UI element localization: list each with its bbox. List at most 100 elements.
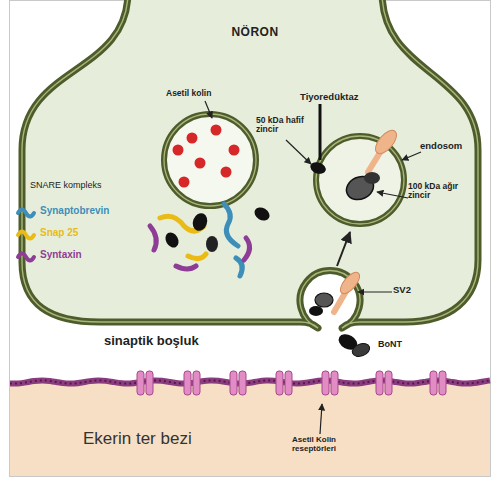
callout-label: Asetil Kolin reseptörleri xyxy=(292,436,358,454)
acetylcholine-dot xyxy=(179,177,190,188)
acetylcholine-dot xyxy=(187,133,198,144)
toxin-heavy-chain xyxy=(315,293,333,307)
receptor-subunit xyxy=(239,371,246,395)
legend-swatch-frame xyxy=(16,249,38,263)
bont-toxin xyxy=(336,331,360,353)
receptor-subunit xyxy=(230,371,237,395)
receptor-subunit xyxy=(331,371,338,395)
vesicle-highlight xyxy=(164,114,256,206)
neuron-shape xyxy=(22,0,478,328)
syntaxin-strand xyxy=(244,238,250,260)
acetylcholine-receptor xyxy=(230,371,246,395)
synaptobrevin-strand xyxy=(224,204,238,246)
legend-swatch xyxy=(18,210,34,217)
thioredoxin-reductase xyxy=(319,104,322,160)
sv2-receptor-head xyxy=(372,127,401,157)
callout-label: 50 kDa hafif zincir xyxy=(256,116,322,135)
callout-label: BoNT xyxy=(378,340,422,350)
light-chain xyxy=(309,160,328,176)
receptor-subunit xyxy=(322,371,329,395)
gland-cell: Ekerin ter bezi xyxy=(10,372,490,476)
receptor-subunit xyxy=(285,371,292,395)
cell-membrane xyxy=(10,380,490,383)
heavy-chain xyxy=(343,172,378,204)
callout-label: Asetil kolin xyxy=(166,89,228,98)
legend-swatch xyxy=(18,254,34,261)
receptor-subunit xyxy=(376,371,383,395)
snap25-strand xyxy=(160,216,204,231)
receptor-subunit xyxy=(430,371,437,395)
acetylcholine-receptor xyxy=(430,371,446,395)
node-outline xyxy=(15,0,485,335)
acetylcholine-dot xyxy=(211,125,222,136)
callout-label: 100 kDa ağır zincir xyxy=(408,182,476,201)
receptor-subunit xyxy=(385,371,392,395)
endosome xyxy=(316,136,404,224)
neuron-terminal: NÖRON xyxy=(15,0,485,335)
sv2-receptor-head xyxy=(337,269,363,297)
callout-label: SNARE kompleks xyxy=(30,181,140,191)
synaptobrevin-strand xyxy=(236,258,242,276)
acetylcholine-dot xyxy=(221,167,232,178)
toxin-light-chain xyxy=(309,306,323,316)
receptor-subunit xyxy=(276,371,283,395)
callout-label: SV2 xyxy=(393,285,423,295)
leader-arrow xyxy=(286,140,311,164)
receptor-subunit xyxy=(137,371,144,395)
legend-text: Synaptobrevin xyxy=(40,205,109,216)
light-chain-fragment xyxy=(190,211,209,233)
light-chain-fragment xyxy=(163,230,181,250)
callout-label: Tiyoredüktaz xyxy=(300,92,372,102)
neuron-membrane xyxy=(22,0,478,328)
bont-toxin xyxy=(350,341,371,358)
neuron-membrane-highlight xyxy=(22,0,478,328)
heavy-chain-part xyxy=(364,172,380,184)
syntaxin-strand xyxy=(150,226,156,250)
receptor-subunit xyxy=(146,371,153,395)
leader-arrow xyxy=(402,152,421,160)
snap25-strand xyxy=(188,254,206,259)
acetylcholine-dot xyxy=(229,145,240,156)
legend-swatch xyxy=(18,232,34,239)
acetylcholine-receptor xyxy=(276,371,292,395)
frame xyxy=(10,1,491,477)
light-chain-fragment xyxy=(252,205,272,223)
leader-arrow xyxy=(358,291,392,292)
leader-arrow xyxy=(320,404,322,434)
callout-label: endosom xyxy=(420,141,476,151)
receptor-subunit xyxy=(184,371,191,395)
acetylcholine-dot xyxy=(173,145,184,156)
legend-swatch-frame xyxy=(16,205,38,219)
gland-shape xyxy=(10,371,490,476)
sv2-receptor xyxy=(368,146,384,172)
receptor-subunit xyxy=(439,371,446,395)
acetylcholine-receptor xyxy=(184,371,200,395)
cell-membrane-texture xyxy=(10,380,490,383)
callout-label: sinaptik boşluk xyxy=(104,334,244,348)
acetylcholine-dot xyxy=(195,158,206,169)
node-outline xyxy=(10,372,490,476)
acetylcholine-receptor xyxy=(137,371,153,395)
legend-text: Syntaxin xyxy=(40,249,82,260)
synaptic-vesicle xyxy=(164,114,256,206)
acetylcholine-receptor xyxy=(322,371,338,395)
legend-text: Snap 25 xyxy=(40,227,78,238)
syntaxin-strand xyxy=(176,266,196,269)
legend-swatch-frame xyxy=(16,227,38,241)
gland-tissue xyxy=(10,382,490,476)
leader-arrow xyxy=(377,192,408,198)
receptor-subunit xyxy=(193,371,200,395)
light-chain-fragment xyxy=(206,236,218,252)
node-label: Ekerin ter bezi xyxy=(83,430,253,449)
leader-arrow xyxy=(205,101,212,118)
endosome-highlight xyxy=(316,136,404,224)
acetylcholine-receptor xyxy=(376,371,392,395)
endocytosis-arrow xyxy=(337,232,350,266)
